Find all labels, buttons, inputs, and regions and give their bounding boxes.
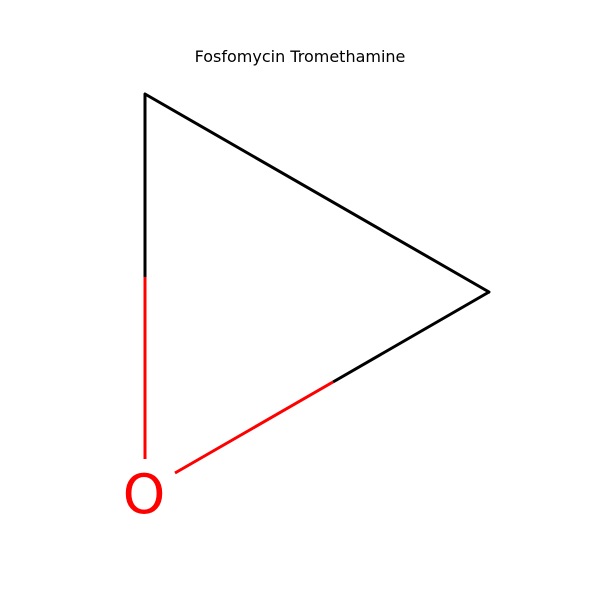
bond-c2-o-carbon-half [332,290,490,384]
atom-label-oxygen: O [123,463,166,526]
bond-c1-c2 [143,92,491,294]
diagram-title: Fosfomycin Tromethamine [194,47,406,66]
bond-c2-o-oxygen-half [174,380,334,475]
